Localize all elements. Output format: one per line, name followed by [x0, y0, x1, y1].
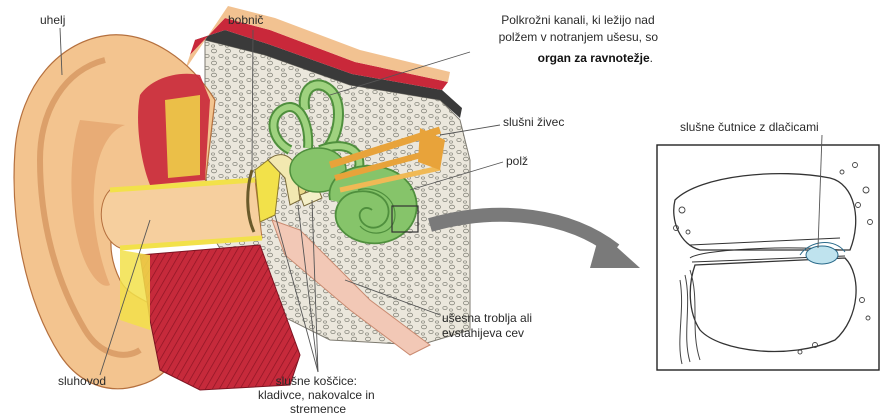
- ear-canal: [101, 180, 262, 248]
- label-slusne-koscice: slušne koščice: kladivce, nakovalce in s…: [258, 374, 378, 416]
- label-uhelj: uhelj: [40, 13, 65, 27]
- cartilage-upper: [138, 74, 210, 185]
- detail-panel: [657, 145, 879, 370]
- hair-cells: [806, 246, 838, 264]
- label-slusne-cutnice: slušne čutnice z dlačicami: [680, 120, 819, 134]
- label-usesna-troblja: ušesna troblja ali evstahijeva cev: [442, 311, 535, 340]
- label-polkrozni-kanali: Polkrožni kanali, ki ležijo nad polžem v…: [499, 13, 659, 44]
- label-bobnic: bobnič: [228, 13, 263, 27]
- label-polz: polž: [506, 154, 528, 168]
- label-slusni-zivec: slušni živec: [503, 115, 564, 129]
- label-organ-za-ravnotezje: organ za ravnotežje.: [538, 51, 653, 65]
- label-sluhovod: sluhovod: [58, 374, 106, 388]
